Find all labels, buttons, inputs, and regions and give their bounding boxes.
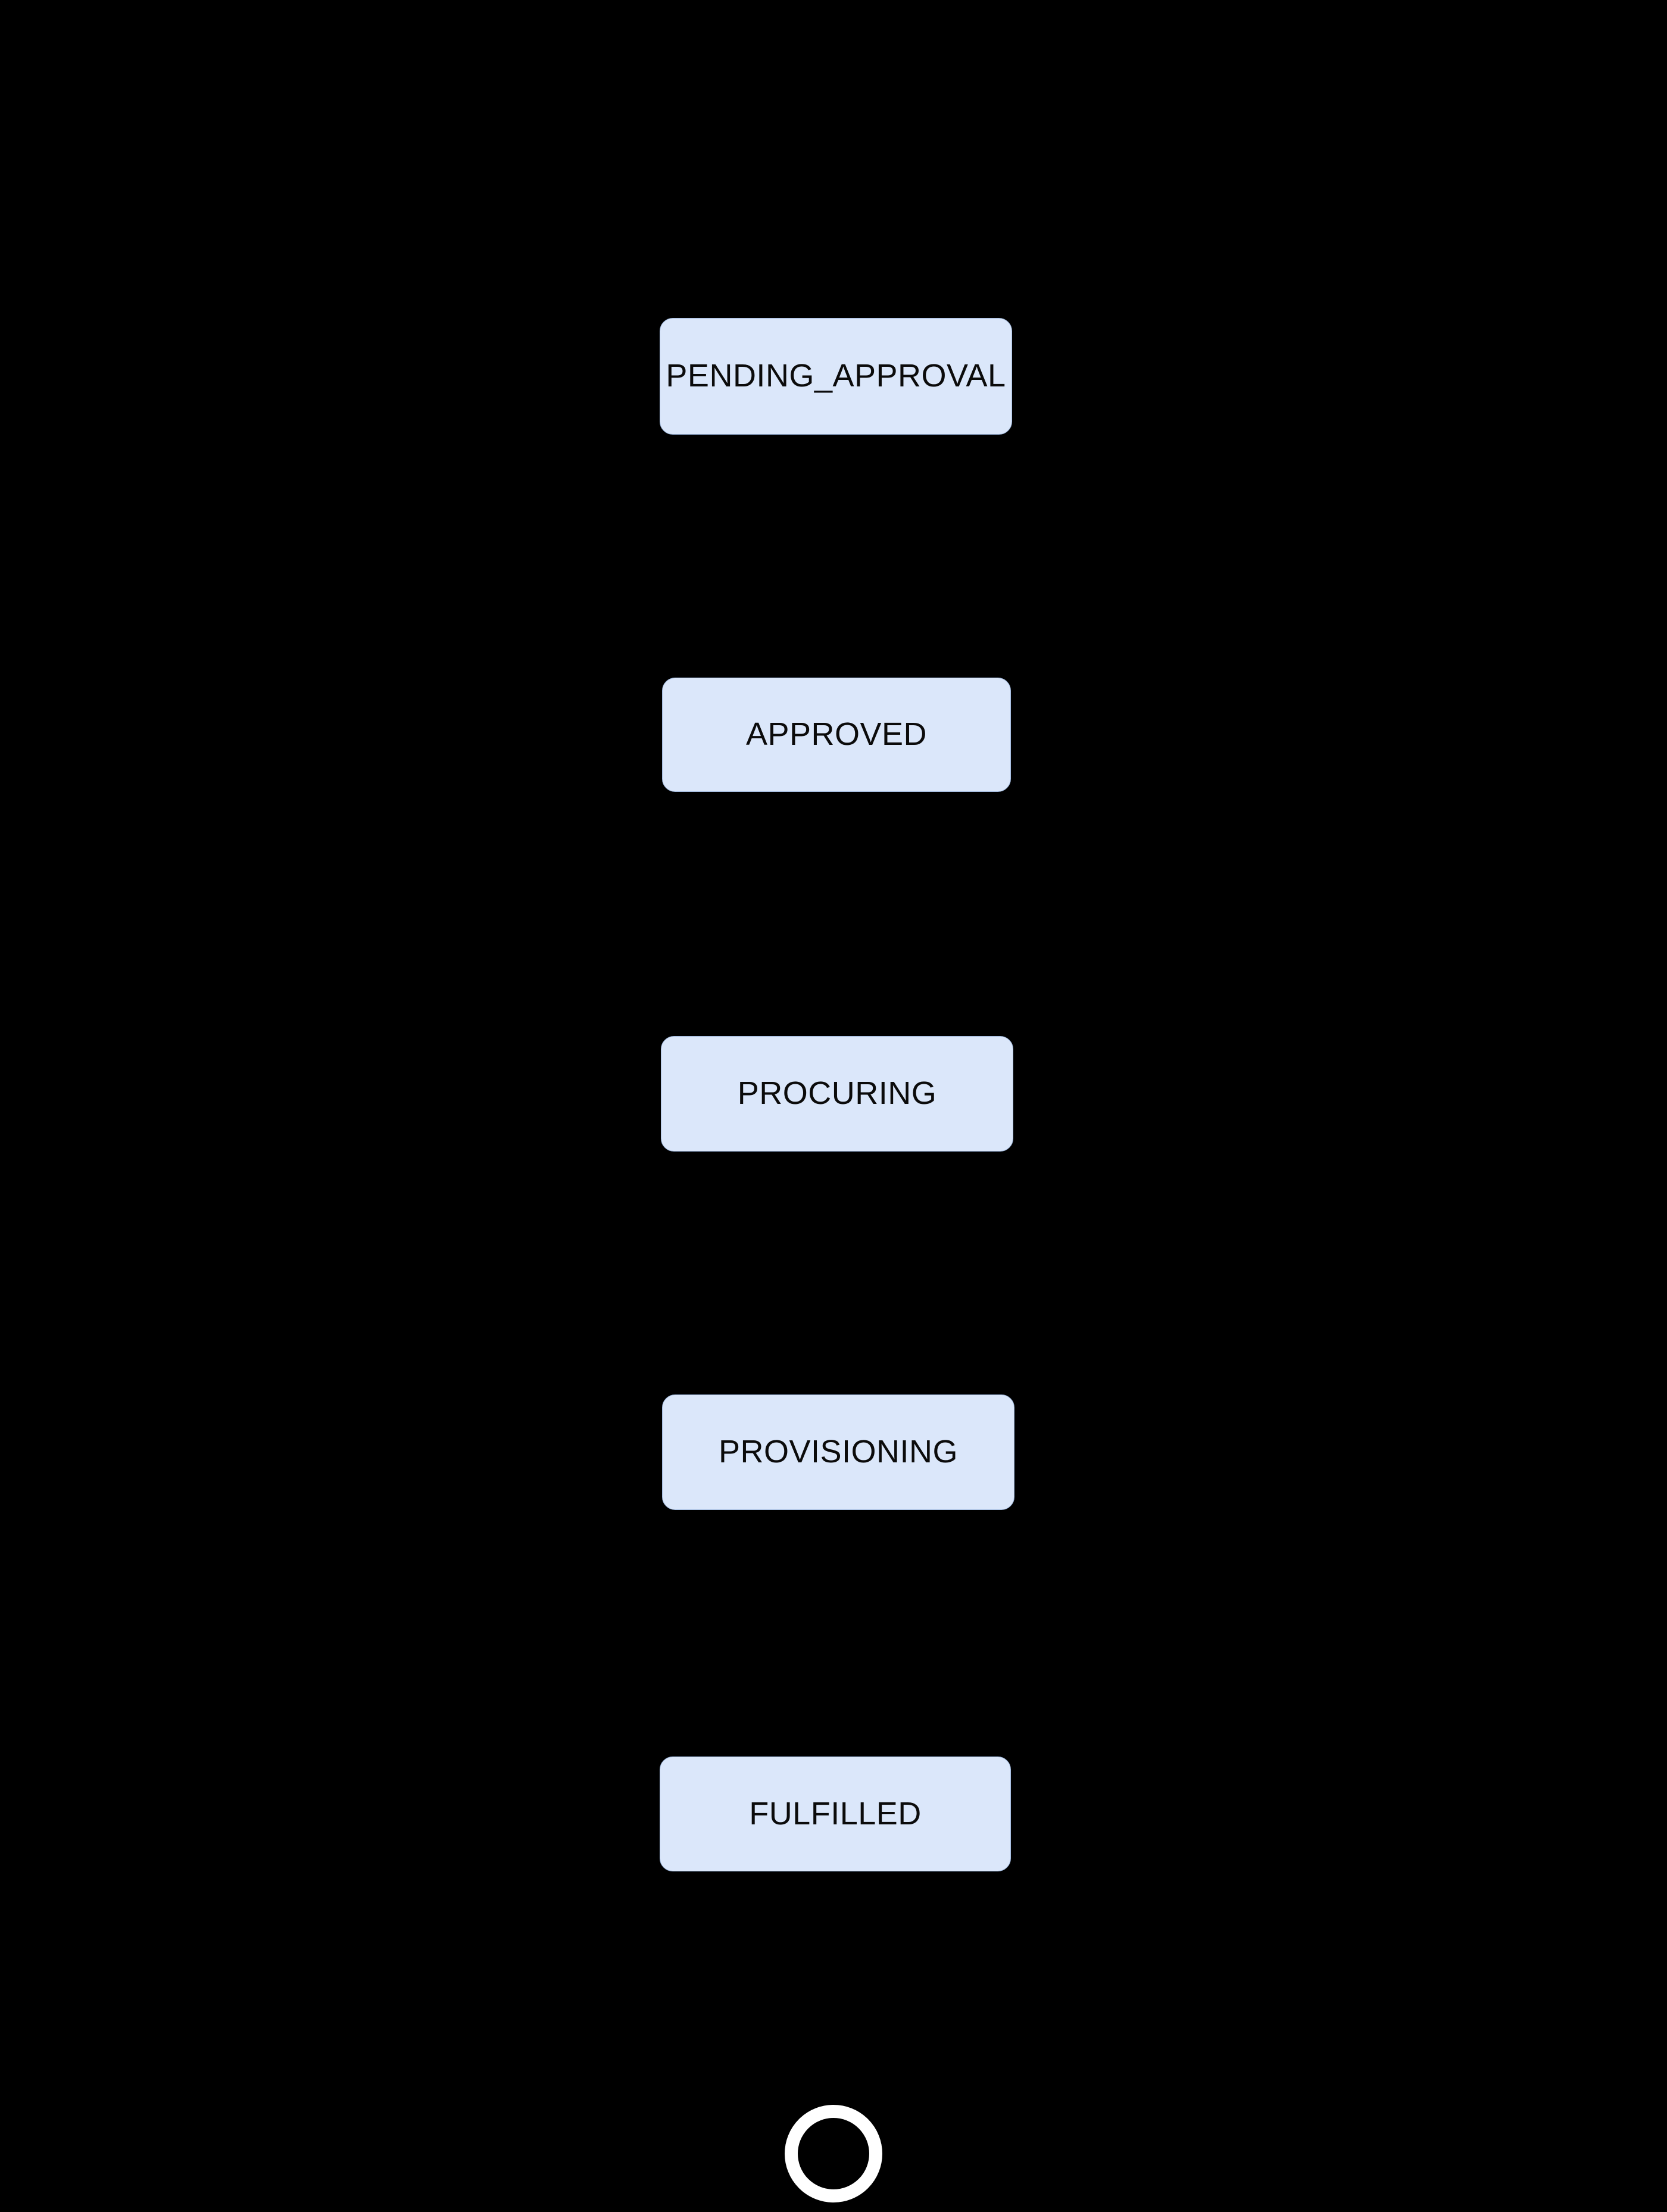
state-node-fulfilled[interactable]: FULFILLED [660, 1757, 1011, 1871]
state-node-label: PROVISIONING [718, 1434, 959, 1470]
arrowhead-fulfilled [825, 1735, 847, 1757]
state-node-pending-approval[interactable]: PENDING_APPROVAL [660, 318, 1012, 435]
state-node-label: FULFILLED [749, 1795, 922, 1832]
state-node-provisioning[interactable]: PROVISIONING [662, 1394, 1014, 1510]
arrowhead-end-state [825, 2083, 847, 2105]
end-state-marker [785, 2105, 882, 2202]
arrowhead-provisioning [825, 1373, 847, 1394]
state-node-label: APPROVED [745, 716, 928, 753]
state-node-label: PENDING_APPROVAL [666, 358, 1006, 394]
arrowhead-approved [825, 656, 847, 678]
state-node-procuring[interactable]: PROCURING [661, 1036, 1013, 1152]
state-node-approved[interactable]: APPROVED [662, 678, 1011, 792]
state-node-label: PROCURING [737, 1075, 937, 1112]
arrowhead-procuring [825, 1015, 847, 1036]
